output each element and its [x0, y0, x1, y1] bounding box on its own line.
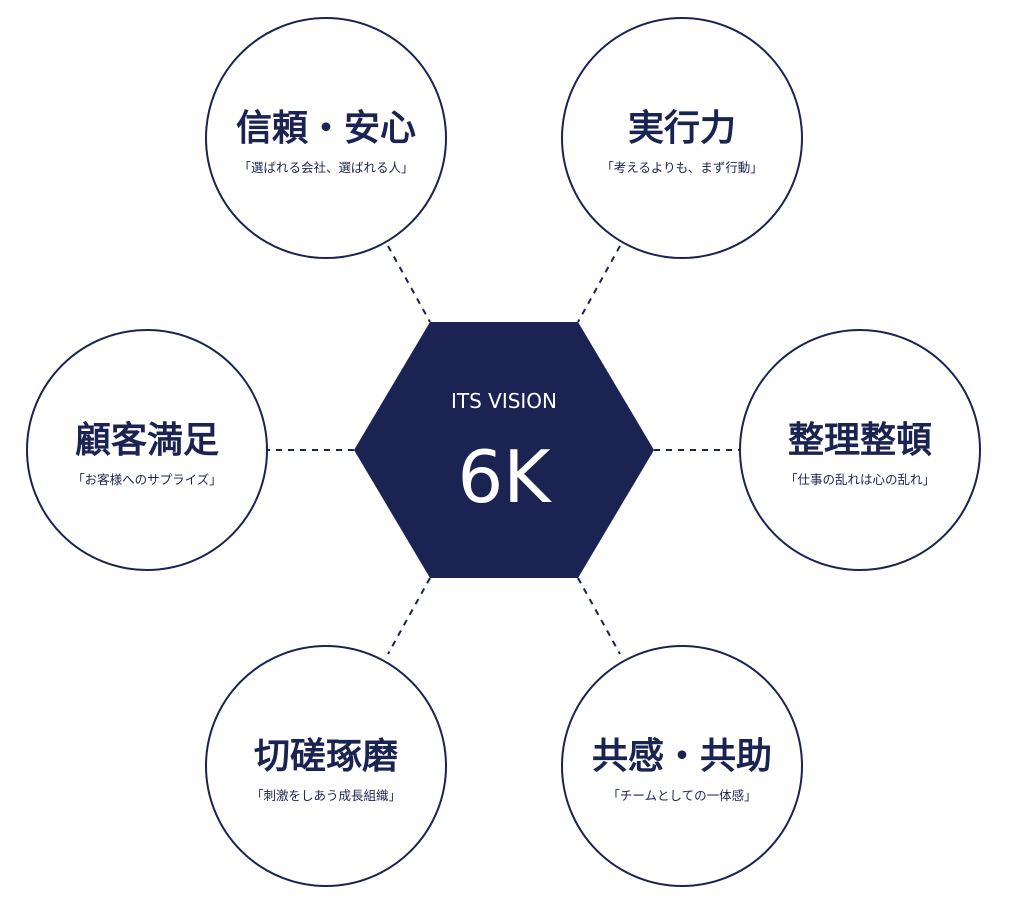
value-circle-empathy: 共感・共助 「チームとしての一体感」	[561, 645, 803, 887]
center-label: ITS VISION	[451, 389, 557, 413]
connector-trust	[387, 245, 431, 323]
value-subtitle: 「選ばれる会社、選ばれる人」	[238, 160, 413, 175]
value-circle-organization: 整理整頓 「仕事の乱れは心の乱れ」	[739, 329, 981, 571]
value-circle-trust: 信頼・安心 「選ばれる会社、選ばれる人」	[205, 17, 447, 259]
value-subtitle: 「考えるよりも、まず行動」	[601, 160, 763, 175]
value-subtitle: 「刺激をしあう成長組織」	[251, 788, 401, 803]
value-circle-customer: 顧客満足 「お客様へのサプライズ」	[26, 329, 268, 571]
value-title: 信頼・安心	[236, 108, 416, 149]
connector-empathy	[577, 577, 621, 655]
value-subtitle: 「お客様へのサプライズ」	[72, 472, 222, 487]
value-title: 共感・共助	[592, 736, 772, 777]
value-title: 切磋琢磨	[254, 736, 398, 777]
value-title: 整理整頓	[788, 420, 932, 461]
value-circle-improvement: 切磋琢磨 「刺激をしあう成長組織」	[205, 645, 447, 887]
value-circle-execution: 実行力 「考えるよりも、まず行動」	[561, 17, 803, 259]
value-title: 顧客満足	[75, 420, 219, 461]
value-subtitle: 「チームとしての一体感」	[607, 788, 756, 803]
value-subtitle: 「仕事の乱れは心の乱れ」	[785, 472, 935, 487]
value-title: 実行力	[628, 108, 736, 149]
center-hexagon: ITS VISION 6K	[354, 322, 654, 578]
connectors	[268, 245, 740, 655]
center-title: 6K	[457, 435, 552, 519]
connector-execution	[577, 245, 621, 323]
connector-improvement	[387, 577, 431, 655]
